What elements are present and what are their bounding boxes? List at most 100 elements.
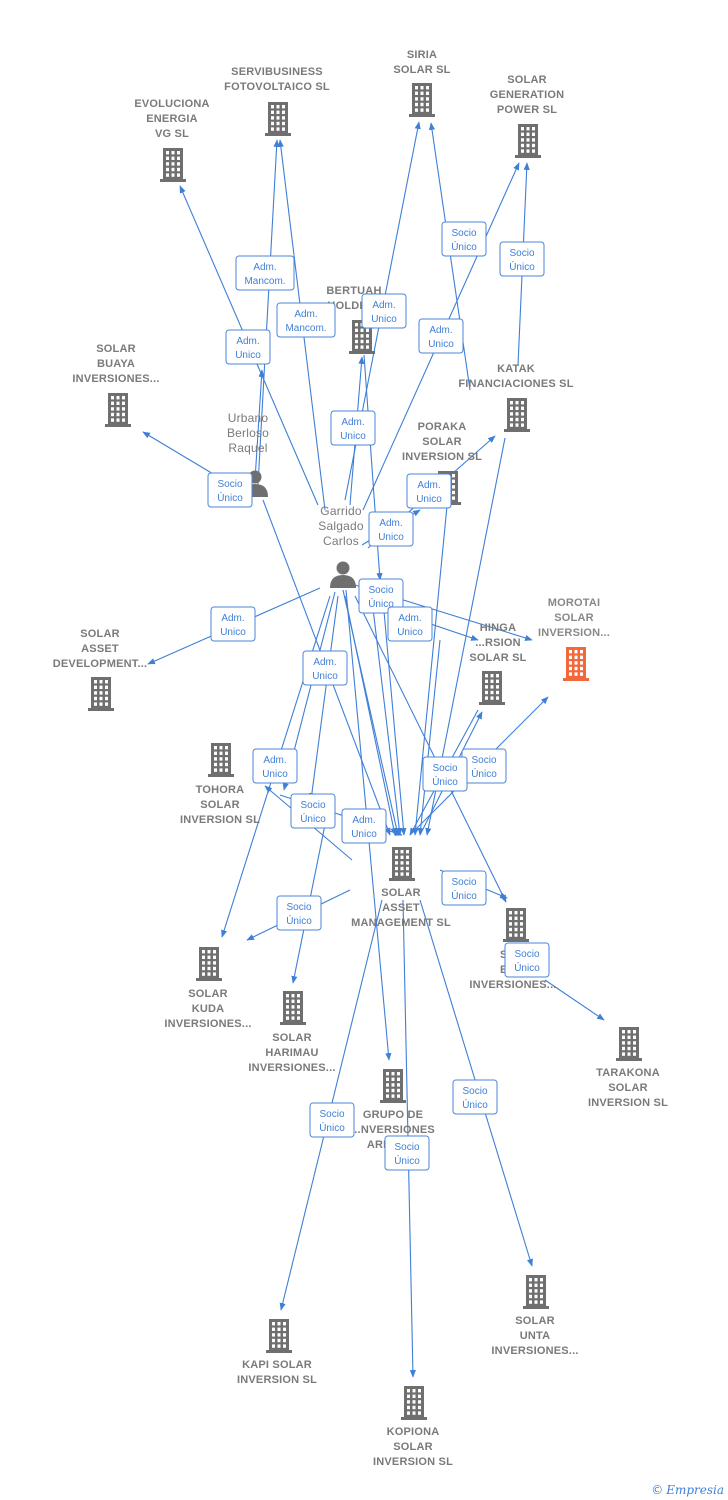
badge-text: Único (300, 812, 326, 825)
building-icon[interactable] (479, 671, 505, 705)
building-icon[interactable] (523, 1275, 549, 1309)
edge-solar_asset_mgmt-tarakona (544, 979, 605, 1021)
node-label-line: SOLAR SL (393, 64, 450, 76)
node-label-line: KOPIONA (387, 1426, 440, 1438)
building-icon[interactable] (266, 1319, 292, 1353)
person-icon[interactable] (330, 561, 356, 589)
relation-badge-adm-unico[interactable]: Adm.Unico (341, 808, 387, 844)
building-icon[interactable] (504, 398, 530, 432)
building-icon[interactable] (265, 102, 291, 136)
relation-badge-adm-unico[interactable]: Adm.Unico (252, 748, 298, 784)
building-icon[interactable] (409, 83, 435, 117)
node-label-line: INVERSION SL (237, 1374, 317, 1386)
node-label-line: SOLAR (554, 612, 594, 624)
badge-text: Unico (416, 494, 442, 505)
building-icon[interactable] (196, 947, 222, 981)
building-icon[interactable] (280, 991, 306, 1025)
relation-badge-adm-unico[interactable]: Adm.Unico (330, 410, 376, 446)
badge-text: Socio (319, 1109, 344, 1120)
badge-text: Unico (351, 829, 377, 840)
relation-badge-adm-unico[interactable]: Adm.Unico (368, 511, 414, 547)
relation-badge-adm-unico[interactable]: Adm. Unico (225, 329, 271, 365)
badge-text: Adm. (379, 518, 402, 529)
connector-line (412, 505, 448, 836)
badge-text: Unico (235, 350, 261, 361)
building-icon[interactable] (503, 908, 529, 942)
building-icon[interactable] (380, 1069, 406, 1103)
relation-badge-adm-unico[interactable]: Adm.Unico (302, 650, 348, 686)
building-icon[interactable] (401, 1386, 427, 1420)
node-label-line: SOLAR (515, 1315, 555, 1327)
badge-text: Socio (432, 763, 457, 774)
badge-text: Socio (451, 877, 476, 888)
badge-text: Único (514, 961, 540, 974)
relation-badge-adm-unico[interactable]: Adm.Unico (387, 606, 433, 642)
building-icon[interactable] (563, 647, 589, 681)
node-label-line: INVERSIONES... (72, 373, 159, 385)
node-label-line: DEVELOPMENT... (53, 658, 147, 670)
relation-badge-adm-unico[interactable]: Adm.Unico (361, 293, 407, 329)
building-icon[interactable] (616, 1027, 642, 1061)
relation-badge-adm-unico[interactable]: Adm.Unico (210, 606, 256, 642)
building-icon[interactable] (160, 148, 186, 182)
badge-text: Unico (220, 627, 246, 638)
building-icon[interactable] (105, 393, 131, 427)
building-icon[interactable] (515, 124, 541, 158)
relation-badge-adm-mancom[interactable]: Adm.Mancom. (276, 302, 336, 338)
badge-text: Adm. (236, 336, 259, 347)
badge-text: Socio (217, 479, 242, 490)
building-icon[interactable] (88, 677, 114, 711)
relation-badge-adm-mancom[interactable]: Adm.Mancom. (235, 255, 295, 291)
copyright-symbol: © (651, 1483, 664, 1497)
badge-text: Único (471, 767, 497, 780)
node-label-line: SERVIBUSINESS (231, 66, 323, 78)
brand-footer[interactable]: ©Empresia (651, 1483, 724, 1497)
relation-badge-adm-unico[interactable]: Adm.Unico (418, 318, 464, 354)
badge-text: Mancom. (244, 276, 285, 287)
badge-text: Adm. (398, 613, 421, 624)
node-label-line: INVERSION SL (588, 1097, 668, 1109)
building-icon[interactable] (389, 847, 415, 881)
node-label-line: SOLAR SL (469, 652, 526, 664)
building-icon[interactable] (208, 743, 234, 777)
node-label-line: SOLAR (422, 436, 462, 448)
badge-text: Socio (509, 248, 534, 259)
node-label-line: SOLAR (200, 799, 240, 811)
node-label-line: SOLAR (96, 343, 136, 355)
relation-badge-adm-unico[interactable]: Adm.Unico (406, 473, 452, 509)
badge-text: Adm. (429, 325, 452, 336)
